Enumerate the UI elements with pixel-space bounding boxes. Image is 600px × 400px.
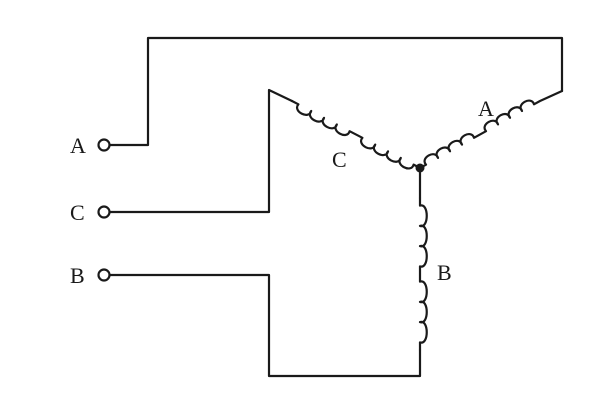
wire-terminal-c: [108, 88, 294, 214]
winding-a-coil: [418, 89, 564, 170]
wire-terminal-a: [108, 36, 564, 147]
winding-c-label: C: [332, 147, 347, 172]
winding-a-label: A: [478, 96, 494, 121]
terminal-c-label: C: [70, 200, 85, 225]
winding-b-coil: [418, 196, 428, 352]
winding-b-label: B: [437, 260, 452, 285]
terminal-b-circle[interactable]: [97, 268, 111, 282]
terminal-c-circle[interactable]: [97, 205, 111, 219]
terminal-a-circle[interactable]: [97, 138, 111, 152]
neutral-node-dot: [415, 163, 425, 173]
wire-terminal-b: [108, 273, 422, 378]
winding-c-coil: [290, 99, 422, 170]
terminal-b-label: B: [70, 263, 85, 288]
terminal-a-label: A: [70, 133, 86, 158]
